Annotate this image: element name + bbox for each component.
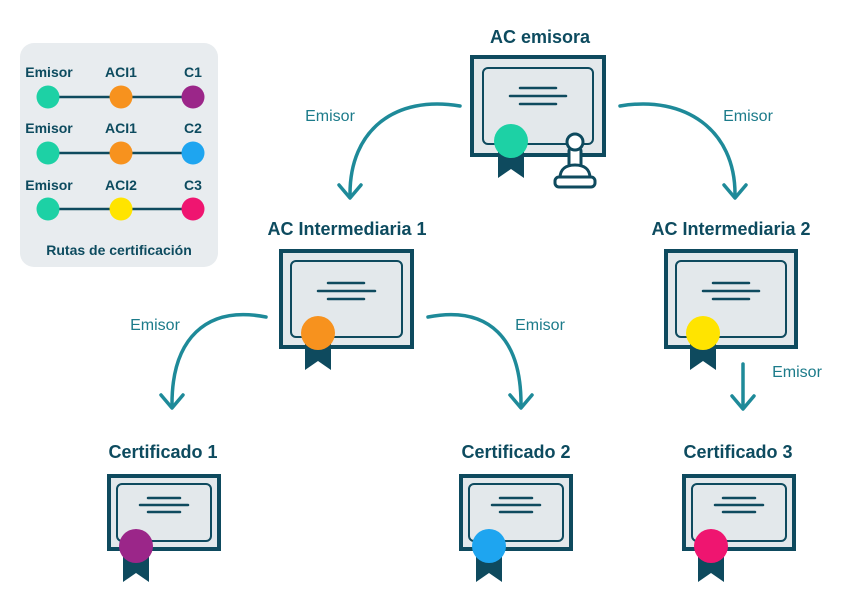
arrow-intermediate-1-to-certificate-2	[426, 312, 534, 410]
arrow-line	[348, 102, 462, 196]
edge-label-issuer-to-intermediate-1: Emisor	[305, 108, 355, 125]
certificate-1-seal-icon	[119, 529, 153, 582]
edge-label-intermediate-1-to-certificate-2: Emisor	[515, 317, 565, 334]
arrowhead-icon	[159, 393, 185, 410]
legend-path-3	[36, 197, 205, 221]
certificate-inner-border	[116, 483, 212, 542]
seal-medal	[472, 529, 506, 563]
intermediate-1-certificate-icon	[279, 249, 414, 349]
edge-label-intermediate-2-to-certificate-3: Emisor	[772, 364, 822, 381]
legend-label-certificate: C3	[184, 177, 202, 193]
arrow-line	[170, 312, 268, 406]
certificate-inner-border	[290, 260, 403, 338]
seal-medal	[494, 124, 528, 158]
intermediate-2-label: AC Intermediaria 2	[651, 219, 811, 239]
stamp-base	[553, 175, 597, 189]
certificate-inner-border	[691, 483, 787, 542]
intermediate-2-certificate-icon	[664, 249, 798, 349]
arrow-issuer-to-intermediate-1	[337, 102, 462, 200]
certificate-2-label: Certificado 2	[461, 442, 571, 462]
certificate-inner-border	[482, 67, 594, 145]
arrow-issuer-to-intermediate-2	[618, 102, 748, 200]
legend-label-intermediate: ACI2	[105, 177, 137, 193]
legend-title: Rutas de certificación	[46, 242, 192, 258]
certificate-1-label: Certificado 1	[108, 442, 218, 462]
legend-dot-issuer	[36, 197, 60, 221]
arrow-intermediate-1-to-certificate-1	[159, 312, 268, 410]
legend-label-issuer: Emisor	[25, 177, 73, 193]
legend-path-1	[36, 85, 205, 109]
intermediate-1-seal-icon	[301, 316, 335, 370]
legend-label-intermediate: ACI1	[105, 120, 137, 136]
edge-label-intermediate-1-to-certificate-1: Emisor	[130, 317, 180, 334]
arrowhead-icon	[722, 183, 748, 200]
certificate-3-seal-icon	[694, 529, 728, 582]
legend-label-issuer: Emisor	[25, 120, 73, 136]
legend-dot-intermediate	[109, 85, 133, 109]
arrowhead-icon	[508, 393, 534, 410]
legend-dot-certificate	[181, 85, 205, 109]
legend-dot-issuer	[36, 141, 60, 165]
legend-dot-intermediate	[109, 141, 133, 165]
legend-dot-certificate	[181, 141, 205, 165]
certificate-inner-border	[675, 260, 787, 338]
legend-label-intermediate: ACI1	[105, 64, 137, 80]
intermediate-1-label: AC Intermediaria 1	[267, 219, 427, 239]
legend-dot-issuer	[36, 85, 60, 109]
certificate-2-seal-icon	[472, 529, 506, 582]
arrow-intermediate-2-to-certificate-3	[730, 362, 756, 411]
rubber-stamp-icon	[553, 132, 597, 189]
stamp-knob	[565, 132, 585, 152]
issuer-label: AC emisora	[489, 27, 591, 47]
seal-medal	[686, 316, 720, 350]
legend-dot-intermediate	[109, 197, 133, 221]
intermediate-2-seal-icon	[686, 316, 720, 370]
arrow-line	[618, 102, 737, 196]
legend-label-certificate: C2	[184, 120, 202, 136]
legend-panel	[20, 43, 218, 267]
legend-label-issuer: Emisor	[25, 64, 73, 80]
stamp-body	[558, 163, 592, 180]
legend-label-certificate: C1	[184, 64, 202, 80]
issuer-seal-icon	[494, 124, 528, 178]
seal-medal	[119, 529, 153, 563]
seal-medal	[694, 529, 728, 563]
legend-path-2	[36, 141, 205, 165]
certificate-3-label: Certificado 3	[683, 442, 793, 462]
arrow-line	[426, 312, 523, 406]
certificate-inner-border	[468, 483, 564, 542]
arrowhead-icon	[730, 394, 756, 411]
seal-medal	[301, 316, 335, 350]
edge-label-issuer-to-intermediate-2: Emisor	[723, 108, 773, 125]
arrowhead-icon	[337, 183, 363, 200]
legend-dot-certificate	[181, 197, 205, 221]
